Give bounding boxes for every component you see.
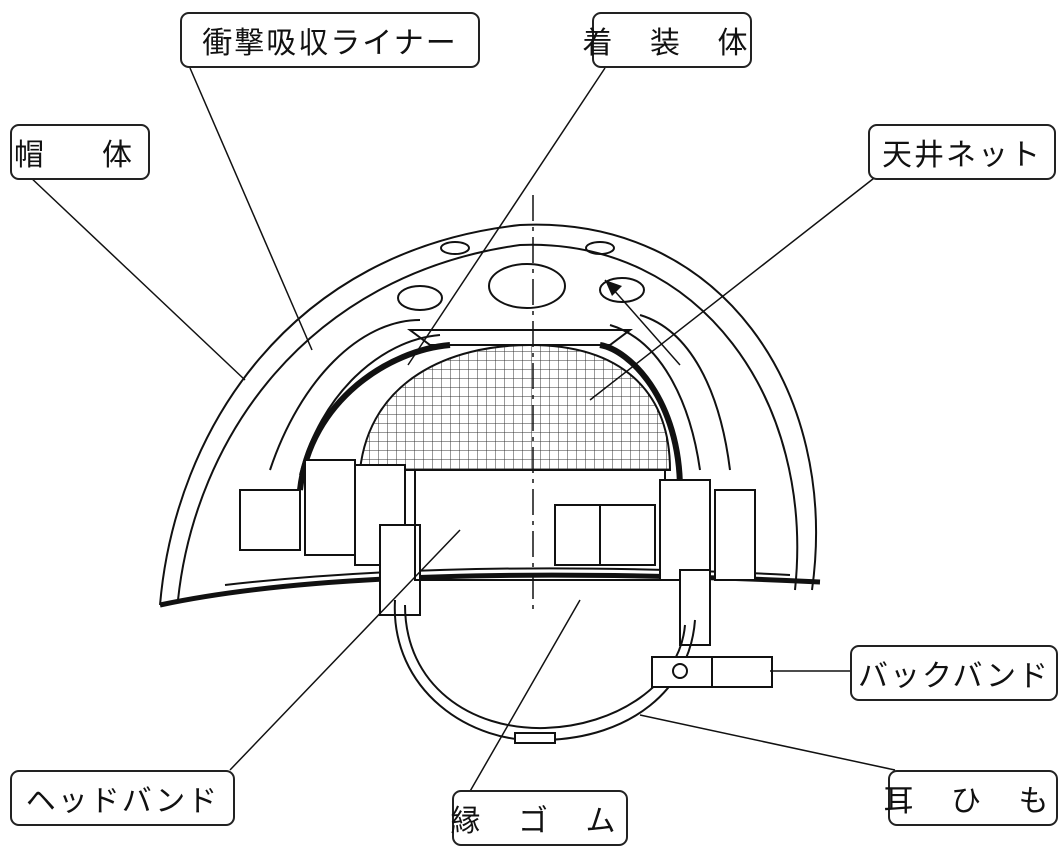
label-ear-strap-text: 耳 ひ も <box>883 784 1060 819</box>
label-head-band-text: ヘッドバンド <box>25 784 220 819</box>
suspension-harness <box>239 342 756 646</box>
ceiling-net <box>358 343 672 471</box>
label-back-band-text: バックバンド <box>858 659 1050 694</box>
label-edge-rubber: 縁 ゴ ム <box>450 790 630 846</box>
head-band <box>393 599 696 744</box>
arrow-head <box>605 280 622 296</box>
label-shell-text: 帽 体 <box>14 138 146 173</box>
back-band-buckle <box>651 656 773 688</box>
label-ceiling-net: 天井ネット <box>868 124 1056 180</box>
label-edge-rubber-text: 縁 ゴ ム <box>450 804 630 839</box>
leader-lines <box>27 67 896 801</box>
label-head-band: ヘッドバンド <box>10 770 235 826</box>
label-back-band: バックバンド <box>850 645 1058 701</box>
label-shell: 帽 体 <box>10 124 150 180</box>
label-ear-strap: 耳 ひ も <box>883 770 1058 826</box>
label-suspension-text: 着 装 体 <box>582 26 762 61</box>
label-ceiling-net-text: 天井ネット <box>882 138 1042 173</box>
helmet-shell <box>159 223 821 608</box>
label-liner-text: 衝撃吸収ライナー <box>202 26 458 61</box>
label-suspension: 着 装 体 <box>582 12 752 68</box>
label-liner: 衝撃吸収ライナー <box>180 12 480 68</box>
